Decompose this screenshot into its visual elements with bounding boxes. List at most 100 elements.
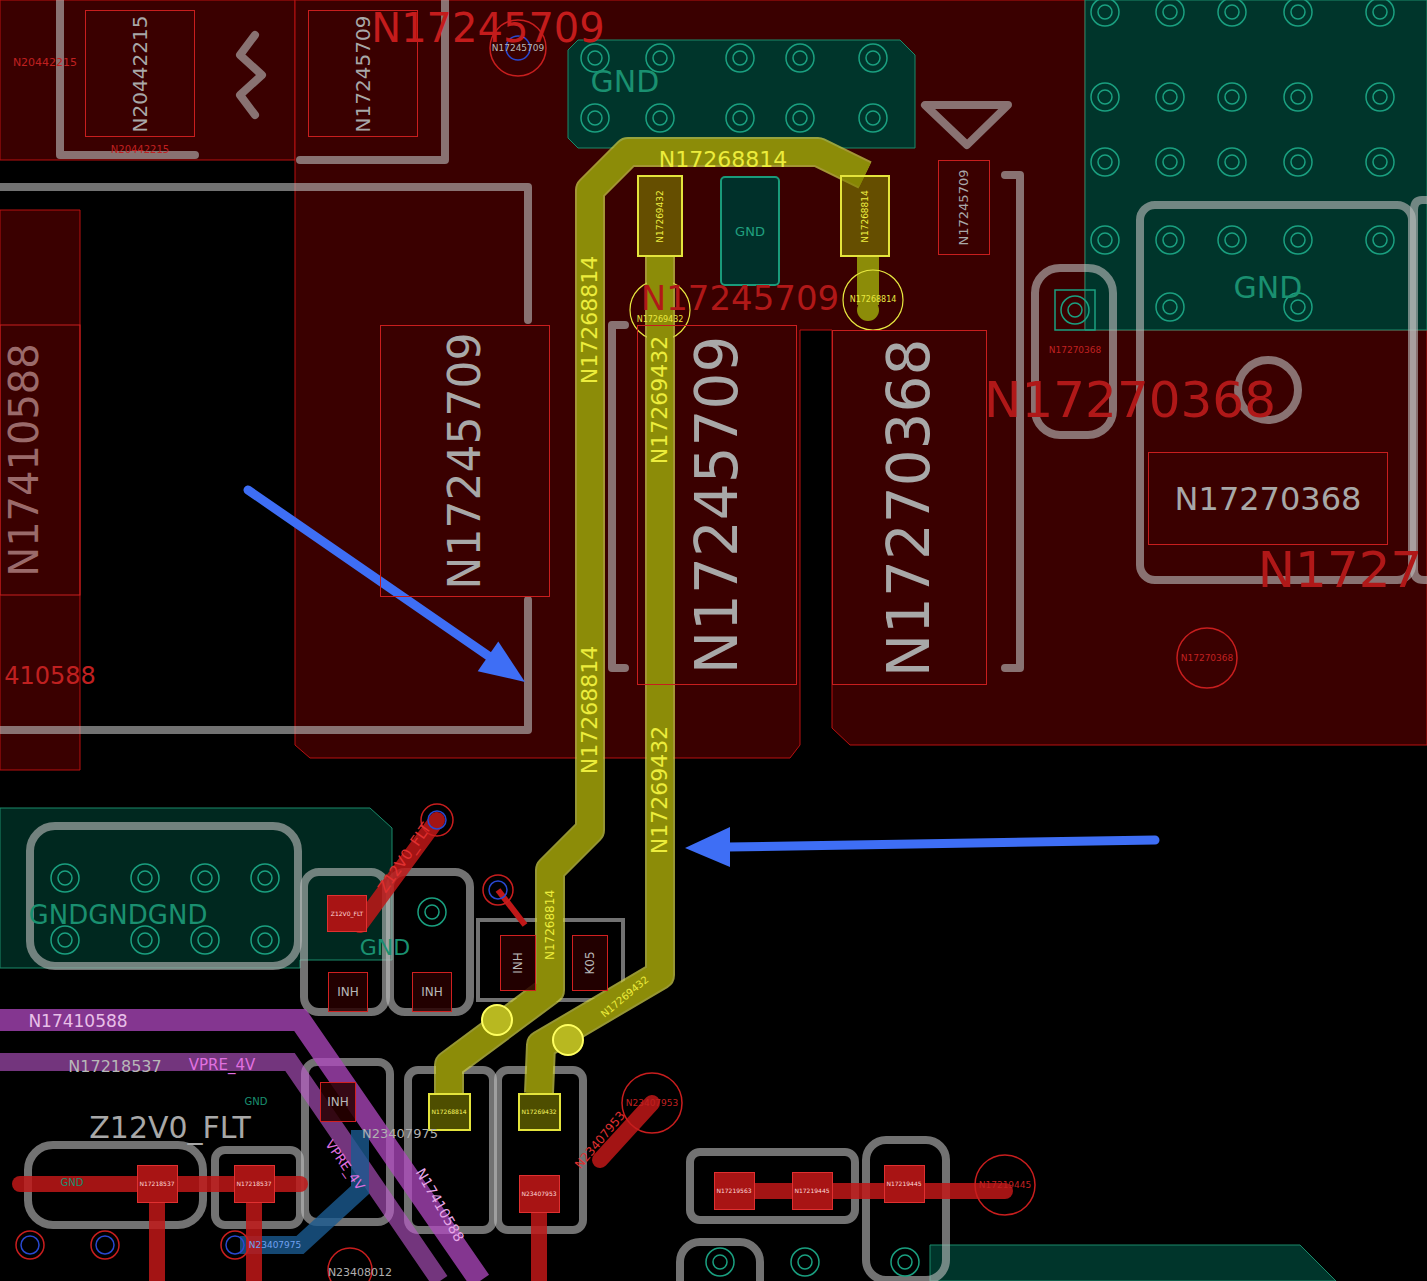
through-hole: [1218, 0, 1246, 26]
net-label: N1727: [1258, 545, 1423, 595]
net-name: N17270368: [881, 338, 939, 677]
through-hole: [1218, 83, 1246, 111]
pad: N17268814: [840, 175, 890, 257]
through-hole: [1373, 155, 1387, 169]
through-hole: [1156, 293, 1184, 321]
via-drill: [21, 1236, 39, 1254]
gnd-pour: [0, 808, 392, 968]
through-hole: [733, 51, 747, 65]
through-hole: [588, 111, 602, 125]
through-hole: [1366, 226, 1394, 254]
through-hole: [1225, 90, 1239, 104]
net-label: GND: [591, 67, 660, 97]
net-name: N17268814: [431, 1109, 466, 1115]
trace-label: N17269432: [649, 336, 671, 464]
net-label: N17268814: [579, 256, 601, 384]
through-hole: [1091, 0, 1119, 26]
through-hole: [1291, 233, 1305, 247]
via-drill: [226, 1236, 244, 1254]
net-label: N23408012: [328, 1267, 392, 1278]
pad: N17219445: [884, 1165, 925, 1203]
annotation-arrow: [728, 840, 1155, 847]
through-hole: [258, 871, 272, 885]
net-name: INH: [512, 952, 524, 974]
through-hole: [198, 933, 212, 947]
net-label: N20442215: [111, 145, 169, 155]
through-hole: [191, 864, 219, 892]
through-hole: [786, 104, 814, 132]
net-label: N17269432: [637, 316, 684, 324]
copper-trace-red: [734, 1183, 1005, 1199]
pad: INH: [500, 935, 536, 991]
net-label: VPRE_4V: [189, 1058, 256, 1073]
through-hole: [1284, 0, 1312, 26]
through-hole: [51, 926, 79, 954]
through-hole: [1163, 300, 1177, 314]
net-label: N17269432: [649, 726, 671, 854]
via: [91, 1231, 119, 1259]
copper-trace-magenta: [0, 1062, 440, 1281]
net-name: N20442215: [130, 15, 150, 132]
net-label: N17245709: [641, 281, 840, 315]
trace-label: N17268814: [659, 149, 787, 171]
silkscreen-outline: [498, 1070, 583, 1230]
through-hole: [1291, 90, 1305, 104]
copper-trace-red: [149, 1203, 165, 1281]
via: [975, 1155, 1035, 1215]
component-outline: N20442215: [85, 10, 195, 137]
through-hole: [866, 111, 880, 125]
trace-via: [553, 1025, 583, 1055]
net-name: N17269432: [521, 1109, 556, 1115]
net-label: GND: [1234, 273, 1303, 303]
trace-body: [449, 152, 865, 1093]
net-label: N17270368: [984, 375, 1276, 425]
through-hole: [1373, 5, 1387, 19]
silkscreen-outline: [240, 35, 262, 115]
silkscreen-outline: [30, 826, 298, 966]
net-name: N17218537: [236, 1181, 271, 1187]
through-hole: [1366, 83, 1394, 111]
square-pad: [1055, 290, 1095, 330]
net-name: N17219445: [886, 1181, 921, 1187]
through-hole: [726, 104, 754, 132]
through-hole: [713, 1255, 727, 1269]
pad: INH: [412, 972, 452, 1012]
copper-trace-red: [531, 1213, 547, 1281]
pad: N17218537: [234, 1165, 275, 1203]
via-highlight: [843, 270, 903, 330]
through-hole: [1225, 5, 1239, 19]
through-hole: [198, 871, 212, 885]
annotation-arrow: [478, 642, 525, 682]
net-label: N17218537: [68, 1059, 161, 1075]
courtyard-outline: [0, 325, 80, 595]
net-name: N17245709: [353, 15, 373, 132]
through-hole: [1366, 0, 1394, 26]
through-hole: [1373, 90, 1387, 104]
pad: GND: [720, 176, 780, 286]
through-hole: [866, 51, 880, 65]
net-name: N17219563: [716, 1188, 751, 1194]
through-hole: [706, 1248, 734, 1276]
through-hole: [138, 871, 152, 885]
copper-trace-magenta: [0, 1020, 480, 1281]
net-name: GND: [735, 225, 765, 238]
through-hole: [1218, 148, 1246, 176]
through-hole: [1284, 83, 1312, 111]
gnd-pour: [568, 40, 915, 148]
net-label: N17270368: [1049, 346, 1102, 355]
through-hole: [1163, 5, 1177, 19]
through-hole: [418, 898, 446, 926]
through-hole: [588, 51, 602, 65]
silkscreen-outline: [0, 600, 528, 730]
net-label: GNDGNDGND: [29, 902, 208, 928]
pad: Z12V0_FLT: [327, 895, 367, 932]
gnd-pour: [930, 1245, 1336, 1281]
red-traces: [20, 820, 1005, 1281]
net-name: INH: [337, 986, 359, 998]
pad: INH: [328, 972, 368, 1012]
net-name: N17245709: [958, 170, 971, 246]
through-hole: [1098, 5, 1112, 19]
silkscreen-outline: [925, 105, 1008, 145]
net-label: N17245709: [492, 44, 545, 53]
through-hole: [1156, 148, 1184, 176]
